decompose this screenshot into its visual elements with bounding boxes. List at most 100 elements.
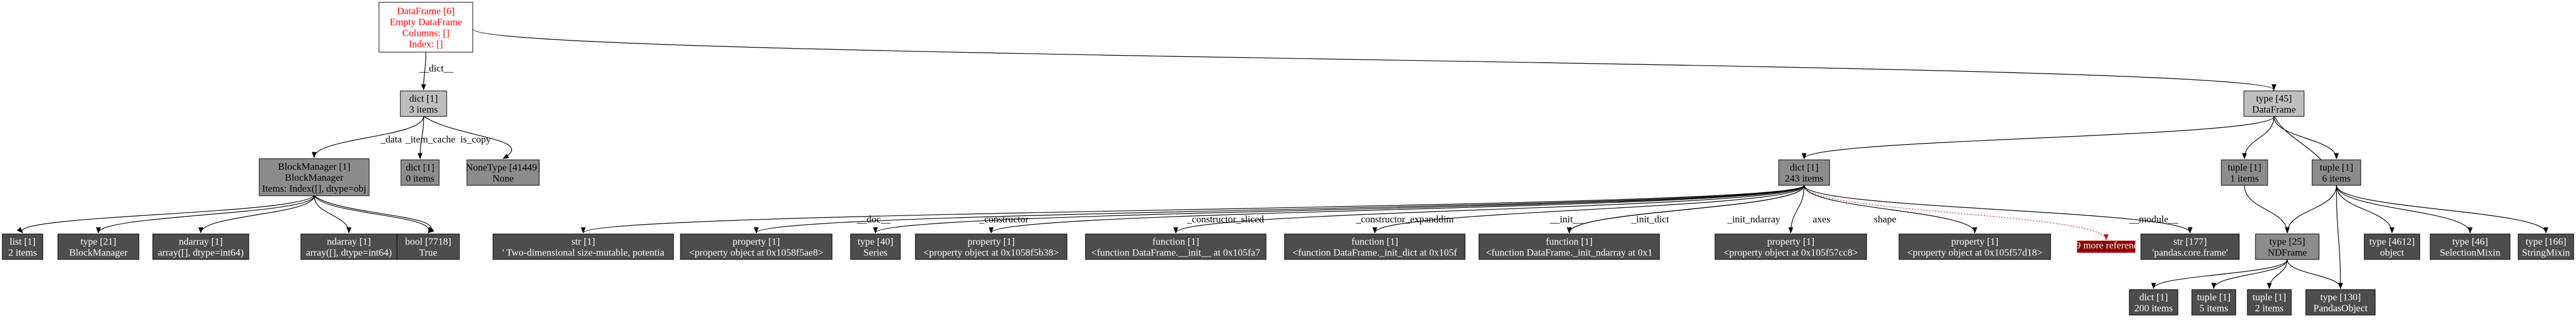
node-tuple-5-box: [2191, 289, 2236, 316]
node-type-pandasobject-line-0: type [130]: [2320, 291, 2361, 302]
node-type-selectionmixin-line-1: SelectionMixin: [2440, 247, 2501, 258]
edge-type_dataframe-to-tuple_1: [2242, 116, 2275, 160]
edge-label-axes: axes: [1813, 214, 1830, 225]
node-type-selectionmixin-line-0: type [46]: [2452, 236, 2488, 247]
node-type-blockmanager-box: [57, 233, 139, 260]
edge-dict_main-to-type_series: [873, 185, 1805, 234]
node-dict-top-line-0: dict [1]: [409, 93, 438, 104]
node-nonetype-box: [466, 159, 540, 186]
node-dict-item-cache: dict [1]0 items: [400, 159, 440, 186]
edge-label-module: __module__: [2129, 214, 2178, 225]
edge-dict_main-to-str_doc: [581, 185, 1805, 234]
node-type-series-box: [850, 233, 901, 260]
node-tuple-1-line-0: tuple [1]: [2228, 162, 2261, 173]
edge-tuple_6-to-type_selectionmixin: [2336, 185, 2473, 234]
node-func-init-dict: function [1]<function DataFrame._init_di…: [1284, 233, 1466, 260]
node-func-init-box: [1085, 233, 1267, 260]
node-func-init-dict-line-0: function [1]: [1352, 236, 1399, 247]
node-ndarray-2-line-0: ndarray [1]: [327, 236, 371, 247]
node-prop-shape: property [1]<property object at 0x105f57…: [1898, 233, 2051, 260]
node-dict-top-box: [400, 90, 447, 117]
node-dict-main: dict [1]243 items: [1778, 159, 1830, 186]
node-prop-axes-line-0: property [1]: [1767, 236, 1815, 247]
node-more-refs-line-0: 239 more references: [2066, 240, 2147, 251]
edge-dict_main-to-func_init: [1173, 185, 1805, 234]
node-blockmanager-line-1: BlockManager: [285, 172, 343, 183]
edge-dict_main-to-prop_shape: [1804, 185, 1978, 234]
node-nonetype-line-0: NoneType [41449]: [466, 162, 540, 173]
node-tuple-2-line-0: tuple [1]: [2253, 291, 2286, 302]
edge-type_ndframe-to-tuple_5: [2211, 259, 2288, 290]
edge-dict_main-to-func_init_ndarray: [1566, 185, 1805, 234]
node-str-module: str [177]'pandas.core.frame': [2140, 233, 2240, 260]
node-root-line-0: DataFrame [6]: [397, 5, 455, 16]
node-root-box: [378, 2, 473, 53]
node-prop-sliced-box: [915, 233, 1068, 260]
node-tuple-6: tuple [1]6 items: [2312, 159, 2361, 186]
node-blockmanager-line-2: Items: Index([], dtype=obj: [262, 183, 366, 194]
node-type-stringmixin: type [166]StringMixin: [2518, 233, 2574, 260]
node-str-module-box: [2140, 233, 2240, 260]
node-prop-axes-line-1: <property object at 0x105f57cc8>: [1724, 247, 1858, 258]
node-tuple-2-line-1: 2 items: [2255, 302, 2284, 313]
node-type-series-line-1: Series: [863, 247, 888, 258]
node-bool: bool [7718]True: [396, 233, 460, 260]
node-list-line-0: list [1]: [10, 236, 36, 247]
node-str-doc: str [1]' Two-dimensional size-mutable, p…: [492, 233, 674, 260]
node-prop-constructor-line-1: <property object at 0x1058f5ae8>: [689, 247, 823, 258]
edge-tuple_6-to-type_object: [2336, 185, 2395, 234]
node-type-ndframe: type [25]NDFrame: [2255, 233, 2320, 260]
node-more-refs: 239 more references: [2066, 240, 2147, 253]
node-tuple-6-line-1: 6 items: [2322, 173, 2351, 184]
node-dict-main-line-1: 243 items: [1785, 173, 1824, 184]
edge-label-doc: __doc__: [856, 214, 891, 225]
node-tuple-6-box: [2312, 159, 2361, 186]
node-dict-top: dict [1]3 items: [400, 90, 447, 117]
node-prop-shape-box: [1898, 233, 2051, 260]
node-dict-item-cache-box: [400, 159, 440, 186]
node-type-selectionmixin: type [46]SelectionMixin: [2430, 233, 2511, 260]
edge-label-data: _data: [380, 134, 402, 145]
edge-blockmanager-to-ndarray_2: [314, 195, 352, 234]
edge-blockmanager-to-ndarray_1: [198, 195, 315, 234]
node-dict-main-box: [1778, 159, 1830, 186]
edge-label-dict: __dict__: [418, 63, 454, 74]
node-nonetype: NoneType [41449]None: [466, 159, 540, 186]
node-tuple-2: tuple [1]2 items: [2247, 289, 2292, 316]
edge-label-init-ndarray: _init_ndarray: [1727, 214, 1780, 225]
edge-blockmanager-to-list: [17, 195, 315, 233]
node-ndarray-2: ndarray [1]array([], dtype=int64): [300, 233, 398, 260]
edge-dict_top-to-nonetype: [423, 116, 512, 159]
node-bool-line-0: bool [7718]: [405, 236, 451, 247]
node-more-refs-box: [2077, 240, 2136, 253]
node-dict-main-line-0: dict [1]: [1790, 162, 1819, 173]
node-type-object-line-1: object: [2380, 247, 2404, 258]
node-prop-sliced-line-0: property [1]: [967, 236, 1015, 247]
node-prop-axes: property [1]<property object at 0x105f57…: [1714, 233, 1867, 260]
edge-tuple_6-to-type_ndframe: [2284, 185, 2337, 234]
node-tuple-5: tuple [1]5 items: [2191, 289, 2236, 316]
node-type-stringmixin-line-0: type [166]: [2526, 236, 2566, 247]
edge-dict_top-to-blockmanager: [311, 116, 424, 159]
node-prop-axes-box: [1714, 233, 1867, 260]
node-str-module-line-1: 'pandas.core.frame': [2152, 247, 2228, 258]
node-bool-line-1: True: [419, 247, 437, 258]
node-ndarray-1-line-0: ndarray [1]: [179, 236, 223, 247]
node-ndarray-2-line-1: array([], dtype=int64): [306, 247, 392, 258]
edges-layer: [17, 28, 2549, 290]
edge-label-init-dict: _init_dict: [1631, 214, 1669, 225]
edge-dict_main-to-prop_constructor: [754, 185, 1805, 234]
node-func-init-ndarray: function [1]<function DataFrame._init_nd…: [1478, 233, 1660, 260]
node-type-stringmixin-box: [2518, 233, 2574, 260]
node-ndarray-1-line-1: array([], dtype=int64): [158, 247, 244, 258]
node-type-blockmanager-line-1: BlockManager: [69, 247, 127, 258]
node-func-init-line-0: function [1]: [1153, 236, 1199, 247]
edge-blockmanager-to-bool: [314, 195, 435, 233]
edge-type_dataframe-to-dict_main: [1801, 116, 2275, 160]
node-str-doc-line-0: str [1]: [571, 236, 595, 247]
node-func-init-line-1: <function DataFrame.__init__ at 0x105fa7: [1091, 247, 1260, 258]
node-dict-top-line-1: 3 items: [409, 104, 438, 115]
